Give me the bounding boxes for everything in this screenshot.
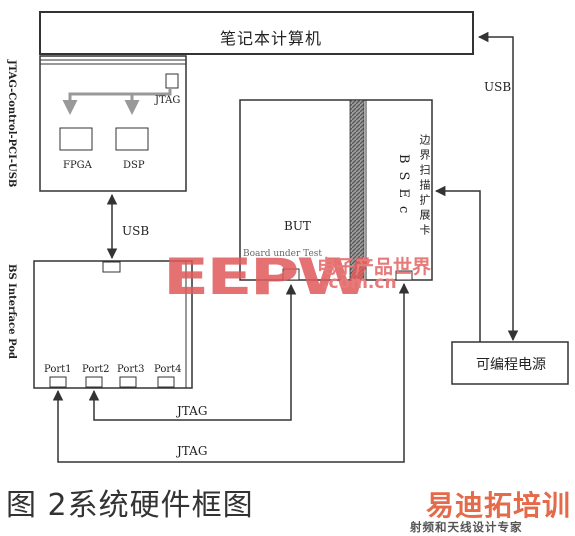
port3-connector — [119, 376, 137, 388]
brand-watermark: 易迪拓培训 — [426, 489, 572, 522]
internal-bus-arrow — [62, 88, 172, 115]
port1-label: Port1 — [44, 364, 72, 375]
power-to-bse-link — [434, 185, 481, 342]
interface-pod-label: BS Interface Pod — [6, 264, 17, 359]
jtag-lower-label: JTAG — [177, 444, 208, 458]
port3-label: Port3 — [117, 364, 145, 375]
watermark-url: .com.cn — [322, 273, 397, 293]
port4-connector — [157, 376, 175, 388]
usb-mid-label: USB — [122, 224, 150, 238]
expansion-card-label: 边界扫描扩展卡 — [418, 134, 431, 239]
fpga-label: FPGA — [63, 160, 92, 171]
figure-caption: 图 2系统硬件框图 — [6, 488, 254, 523]
but-label: BUT — [284, 219, 311, 233]
usb-right-label: USB — [484, 80, 512, 94]
port2-connector — [85, 376, 103, 388]
jtag-link-port1-bse — [52, 282, 410, 463]
but-connector — [282, 268, 300, 281]
port1-connector — [49, 376, 67, 388]
dsp-box — [115, 127, 149, 151]
bse-connector — [395, 270, 413, 281]
power-box — [451, 341, 569, 385]
usb-link-laptop-power — [477, 31, 519, 342]
eepw-watermark: EEPW — [163, 248, 371, 306]
control-card-label: JTAG-Control-PCI-USB — [6, 60, 17, 188]
board-under-test-label: Board under Test — [243, 249, 323, 259]
laptop-title: 笔记本计算机 — [220, 29, 323, 48]
bse-box — [239, 99, 433, 281]
bse-letters-label: BSEc — [396, 154, 411, 222]
jtag-port-label: JTAG — [155, 95, 181, 106]
power-label: 可编程电源 — [476, 357, 546, 373]
port4-label: Port4 — [154, 364, 182, 375]
port2-label: Port2 — [82, 364, 110, 375]
hatched-connector-strip — [349, 99, 365, 281]
brand-sub-watermark: 射频和天线设计专家 — [410, 520, 523, 534]
dsp-label: DSP — [123, 160, 145, 171]
jtag-connector — [165, 73, 179, 89]
laptop-box — [39, 11, 474, 55]
fpga-box — [59, 127, 93, 151]
watermark-cn: 电子产品世界 — [317, 256, 432, 278]
jtag-upper-label: JTAG — [177, 404, 208, 418]
control-card-box — [39, 55, 187, 192]
pod-usb-connector — [102, 261, 121, 273]
